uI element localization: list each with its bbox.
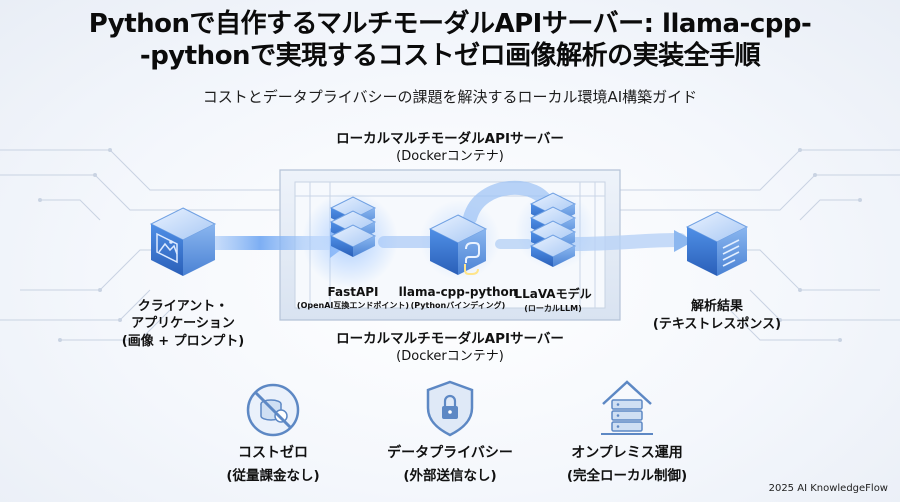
document-cube-icon [685, 211, 749, 276]
server-sub-bottom: (Dockerコンテナ) [396, 349, 504, 364]
component-llava: LLaVAモデル (ローカルLLM) [503, 285, 603, 314]
component-name: FastAPI [327, 285, 379, 299]
page-title: Pythonで自作するマルチモーダルAPIサーバー: llama-cpp- -p… [0, 8, 900, 72]
title-line-2: -pythonで実現するコストゼロ画像解析の実装全手順 [139, 41, 761, 71]
feature-sub: (外部送信なし) [403, 468, 497, 484]
client-name-line1: クライアント・ [137, 299, 229, 314]
component-fastapi: FastAPI (OpenAI互換エンドポイント) [293, 285, 413, 311]
component-sub: (Pythonバインディング) [410, 301, 506, 310]
model-stack-icon [529, 192, 577, 267]
server-sub-top: (Dockerコンテナ) [396, 149, 504, 164]
server-stack-icon [329, 196, 377, 257]
output-sub: (テキストレスポンス) [652, 317, 782, 332]
feature-sub: (従量課金なし) [226, 468, 320, 484]
feature-on-premise: オンプレミス運用 (完全ローカル制御) [547, 442, 707, 484]
title-line-1: Pythonで自作するマルチモーダルAPIサーバー: llama-cpp- [88, 9, 812, 39]
subtitle: コストとデータプライバシーの課題を解決するローカル環境AI構築ガイド [202, 88, 698, 106]
python-cube-icon [428, 214, 488, 275]
component-name: llama-cpp-python [398, 285, 518, 299]
server-header-bottom: ローカルマルチモーダルAPIサーバー (Dockerコンテナ) [0, 331, 900, 365]
component-sub: (ローカルLLM) [524, 304, 582, 313]
feature-data-privacy: データプライバシー (外部送信なし) [370, 442, 530, 484]
image-cube-icon [149, 207, 217, 276]
component-llama-cpp-python: llama-cpp-python (Pythonバインディング) [395, 285, 521, 311]
output-label: 解析結果 (テキストレスポンス) [647, 298, 787, 333]
component-name: LLaVAモデル [514, 287, 592, 301]
client-sub: (画像 + プロンプト) [121, 334, 245, 349]
server-title-top: ローカルマルチモーダルAPIサーバー [336, 131, 564, 147]
feature-name: データプライバシー [387, 445, 513, 461]
server-header-top: ローカルマルチモーダルAPIサーバー (Dockerコンテナ) [0, 131, 900, 165]
component-sub: (OpenAI互換エンドポイント) [296, 301, 410, 310]
feature-name: オンプレミス運用 [571, 445, 683, 461]
feature-name: コストゼロ [238, 445, 308, 461]
server-title-bottom: ローカルマルチモーダルAPIサーバー [336, 331, 564, 347]
shield-lock-icon [426, 380, 474, 437]
feature-sub: (完全ローカル制御) [566, 468, 688, 484]
client-name-line2: アプリケーション [131, 316, 235, 331]
footer-credit: 2025 AI KnowledgeFlow [768, 483, 888, 494]
server-house-icon [601, 380, 653, 435]
client-label: クライアント・ アプリケーション (画像 + プロンプト) [103, 298, 263, 350]
output-name: 解析結果 [690, 299, 743, 314]
feature-cost-zero: コストゼロ (従量課金なし) [193, 442, 353, 484]
no-coins-icon [246, 383, 300, 437]
